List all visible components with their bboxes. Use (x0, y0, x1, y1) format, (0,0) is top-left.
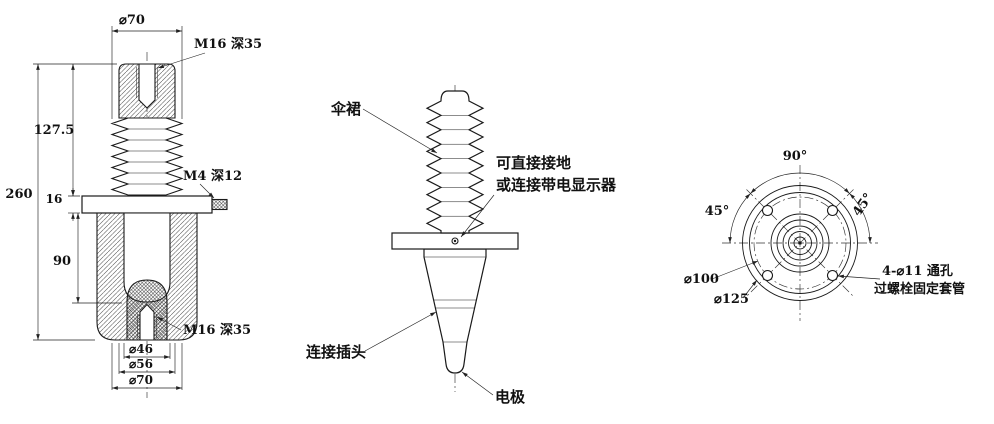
callout-m16-top: M16 深35 (157, 36, 262, 69)
callout-bolt-holes: 4-⌀11 通孔 过螺栓固定套管 (837, 263, 965, 297)
dim-dia46: ⌀46 (123, 342, 171, 359)
plan-view: 90° 45° 45° ⌀100 ⌀125 4-⌀11 通孔 过螺栓固定套管 (684, 149, 965, 321)
bolt-hole (826, 269, 839, 282)
dim-16-label: 16 (46, 192, 63, 206)
shed-column (425, 90, 485, 234)
ground-label-line1: 可直接接地 (496, 154, 571, 172)
plug-detail-lines (424, 256, 486, 343)
callout-m4-label: M4 深12 (183, 168, 242, 184)
callout-m16-top-label: M16 深35 (194, 36, 262, 52)
dim-dia100: ⌀100 (684, 260, 759, 287)
ground-label-line2: 或连接带电显示器 (496, 176, 617, 194)
callout-ground: 可直接接地 或连接带电显示器 (460, 154, 617, 238)
angle-45-left-label: 45° (705, 204, 730, 219)
plug-cone (423, 248, 487, 374)
bolt-hole (761, 204, 774, 217)
callout-electrode: 电极 (461, 371, 526, 406)
callout-m16-bottom: M16 深35 (156, 316, 251, 338)
dim-dia70-top-label: ⌀70 (119, 13, 145, 28)
shed-valley-lines (128, 128, 166, 185)
bolt-holes (761, 204, 839, 282)
dim-90-label: 90 (53, 254, 71, 269)
top-threaded-bore (138, 63, 156, 109)
dia100-label: ⌀100 (684, 272, 719, 287)
shed-profile-section (110, 117, 184, 196)
holes-label: 4-⌀11 通孔 (882, 263, 953, 279)
dim-260: 260 (5, 64, 95, 341)
bolt-hole (826, 204, 839, 217)
dim-dia70-bottom-label: ⌀70 (129, 373, 153, 387)
bottom-threaded-bore (139, 303, 155, 341)
side-view: 伞裙 可直接接地 或连接带电显示器 连接插头 电极 (306, 85, 617, 406)
center-body-circles (770, 213, 830, 273)
shed-label: 伞裙 (330, 100, 361, 118)
dim-127-5: 127.5 (33, 63, 117, 197)
flange-outer-circle (742, 185, 858, 301)
dim-dia125: ⌀125 (714, 279, 758, 307)
dim-dia70-bottom: ⌀70 (111, 343, 183, 390)
electrode-label: 电极 (495, 388, 526, 406)
dim-16: 16 (46, 188, 80, 221)
top-bore-thread-lines (136, 67, 158, 98)
dim-90: 90 (53, 213, 122, 304)
callout-shed: 伞裙 (330, 100, 438, 154)
shed-column-valley-lines (441, 115, 469, 217)
callout-m16-bottom-label: M16 深35 (183, 322, 251, 338)
callout-m4: M4 深12 (183, 168, 242, 199)
dim-angle-45-right: 45° (849, 191, 876, 244)
dim-dia70-top: ⌀70 (111, 13, 183, 119)
flange-section (81, 195, 213, 214)
bolt-hole (761, 269, 774, 282)
dia125-label: ⌀125 (714, 292, 749, 307)
dim-dia46-label: ⌀46 (129, 342, 153, 356)
m4-side-stud (211, 198, 228, 211)
center-dot (798, 241, 802, 245)
dim-angle-90: 90° (750, 149, 850, 194)
dim-dia56: ⌀56 (118, 343, 176, 374)
bottom-bore-thread-lines (137, 314, 157, 338)
dim-260-label: 260 (5, 187, 32, 202)
angle-45-right-label: 45° (850, 191, 876, 220)
dim-angle-45-left: 45° (705, 193, 751, 244)
sleeve-label: 过螺栓固定套管 (874, 281, 965, 297)
angle-90-label: 90° (783, 149, 808, 164)
plug-label: 连接插头 (306, 343, 366, 361)
callout-plug: 连接插头 (306, 311, 437, 361)
bolt-circle (753, 196, 847, 290)
dim-127-5-label: 127.5 (34, 123, 75, 138)
section-view: ⌀70 M16 深35 127.5 260 16 M4 (5, 13, 262, 398)
dim-dia56-label: ⌀56 (129, 357, 153, 371)
ground-terminal-dot (453, 239, 457, 243)
